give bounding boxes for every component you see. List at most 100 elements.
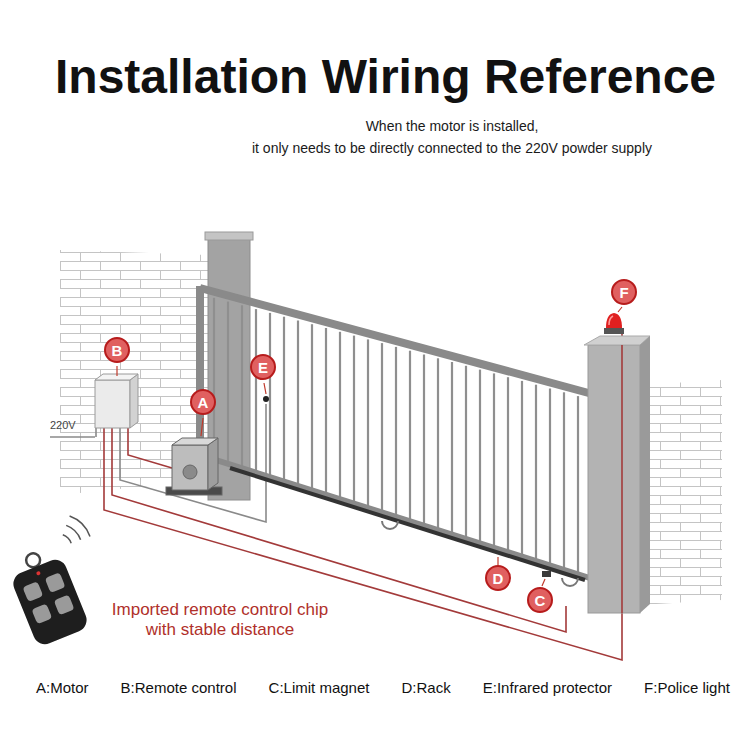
sliding-gate (563, 392, 565, 569)
sliding-gate (507, 377, 509, 552)
signal-waves (63, 535, 71, 543)
wire (50, 436, 95, 438)
sliding-gate (521, 381, 523, 557)
controller-box (95, 374, 138, 428)
subtitle-line: When the motor is installed, (222, 116, 682, 136)
left-pillar (205, 232, 253, 500)
sliding-gate (200, 286, 596, 582)
callout-letter: A (198, 395, 209, 410)
remote-control (45, 572, 66, 593)
gear-rack (230, 468, 585, 580)
sliding-gate (409, 351, 411, 522)
leader-line (497, 557, 498, 565)
right-pillar (640, 336, 650, 613)
infrared-sensor (263, 396, 269, 402)
callout-circle: E (250, 354, 276, 380)
remote-control (54, 595, 75, 616)
gate-motor (166, 438, 222, 495)
sliding-gate (200, 288, 596, 395)
left-pillar (208, 237, 250, 500)
subtitle-line: it only needs to be directly connected t… (222, 138, 682, 158)
sliding-gate (227, 302, 229, 464)
brick-wall (640, 380, 722, 605)
left-pillar (205, 232, 253, 240)
sliding-gate (283, 317, 285, 482)
warning-light (604, 328, 624, 334)
callout-circle: A (190, 389, 216, 415)
gear-rack (230, 468, 585, 580)
key-entry: E:Infrared protector (483, 678, 612, 698)
right-pillar (584, 336, 650, 345)
sliding-gate (381, 343, 383, 512)
sliding-gate (451, 362, 453, 534)
sliding-gate (297, 321, 299, 486)
right-pillar (621, 345, 623, 613)
signal-waves (63, 516, 90, 543)
remote-note: Imported remote control chip with stable… (100, 600, 340, 640)
callout-letter: B (112, 343, 123, 358)
sliding-gate (367, 339, 369, 508)
warning-light (604, 313, 624, 334)
sliding-gate (339, 332, 341, 499)
key-entry: A:Motor (36, 678, 89, 698)
right-pillar (588, 345, 640, 613)
callout-circle: F (611, 279, 637, 305)
sliding-gate (196, 286, 204, 457)
gate-wheel (382, 521, 398, 529)
infrared-sensor (263, 396, 269, 402)
callout-circle: B (104, 337, 130, 363)
sliding-gate (353, 336, 355, 504)
signal-waves (66, 525, 80, 539)
gate-motor (172, 445, 208, 490)
title-heading: Installation Wiring Reference (55, 53, 716, 101)
gate-motor (208, 438, 218, 490)
voltage-label: 220V (50, 418, 76, 433)
callout-circle: C (527, 587, 553, 613)
wire (128, 428, 172, 468)
key-entry: C:Limit magnet (269, 678, 370, 698)
limit-magnet (542, 571, 551, 577)
remote-control (31, 603, 52, 624)
sliding-gate (213, 298, 215, 460)
sliding-gate (535, 385, 537, 561)
signal-waves (70, 516, 90, 536)
sliding-gate (493, 373, 495, 547)
controller-box (130, 374, 138, 428)
right-pillar (584, 336, 650, 613)
key-entry: D:Rack (402, 678, 451, 698)
sliding-gate (325, 328, 327, 495)
controller-box (95, 380, 130, 428)
callout-letter: F (619, 285, 628, 300)
sliding-gate (395, 347, 397, 517)
sliding-gate (577, 396, 579, 574)
sliding-gate (465, 366, 467, 539)
key-entry: B:Remote control (121, 678, 237, 698)
leader-line (542, 579, 545, 586)
callout-letter: D (493, 571, 504, 586)
sliding-gate (269, 313, 271, 477)
gate-wheel (562, 578, 578, 586)
callout-letter: E (258, 360, 268, 375)
brick-wall (60, 250, 208, 495)
sliding-gate (255, 309, 257, 473)
leader-line (618, 307, 622, 312)
callout-circle: D (485, 565, 511, 591)
callout-letter: C (535, 593, 546, 608)
key-entry: F:Police light (644, 678, 730, 698)
sliding-gate (549, 389, 551, 566)
remote-control (10, 556, 90, 647)
leader-line (201, 418, 203, 436)
warning-light (609, 316, 613, 325)
gate-wheel (382, 521, 578, 586)
leader-line (116, 366, 117, 376)
key-row: A:Motor B:Remote control C:Limit magnet D:R… (36, 678, 730, 698)
warning-light (606, 313, 622, 328)
wire (95, 428, 97, 437)
gate-motor (183, 465, 197, 479)
sliding-gate (241, 305, 243, 468)
gate-motor (172, 438, 218, 445)
sliding-gate (200, 455, 596, 580)
sliding-gate (479, 370, 481, 544)
